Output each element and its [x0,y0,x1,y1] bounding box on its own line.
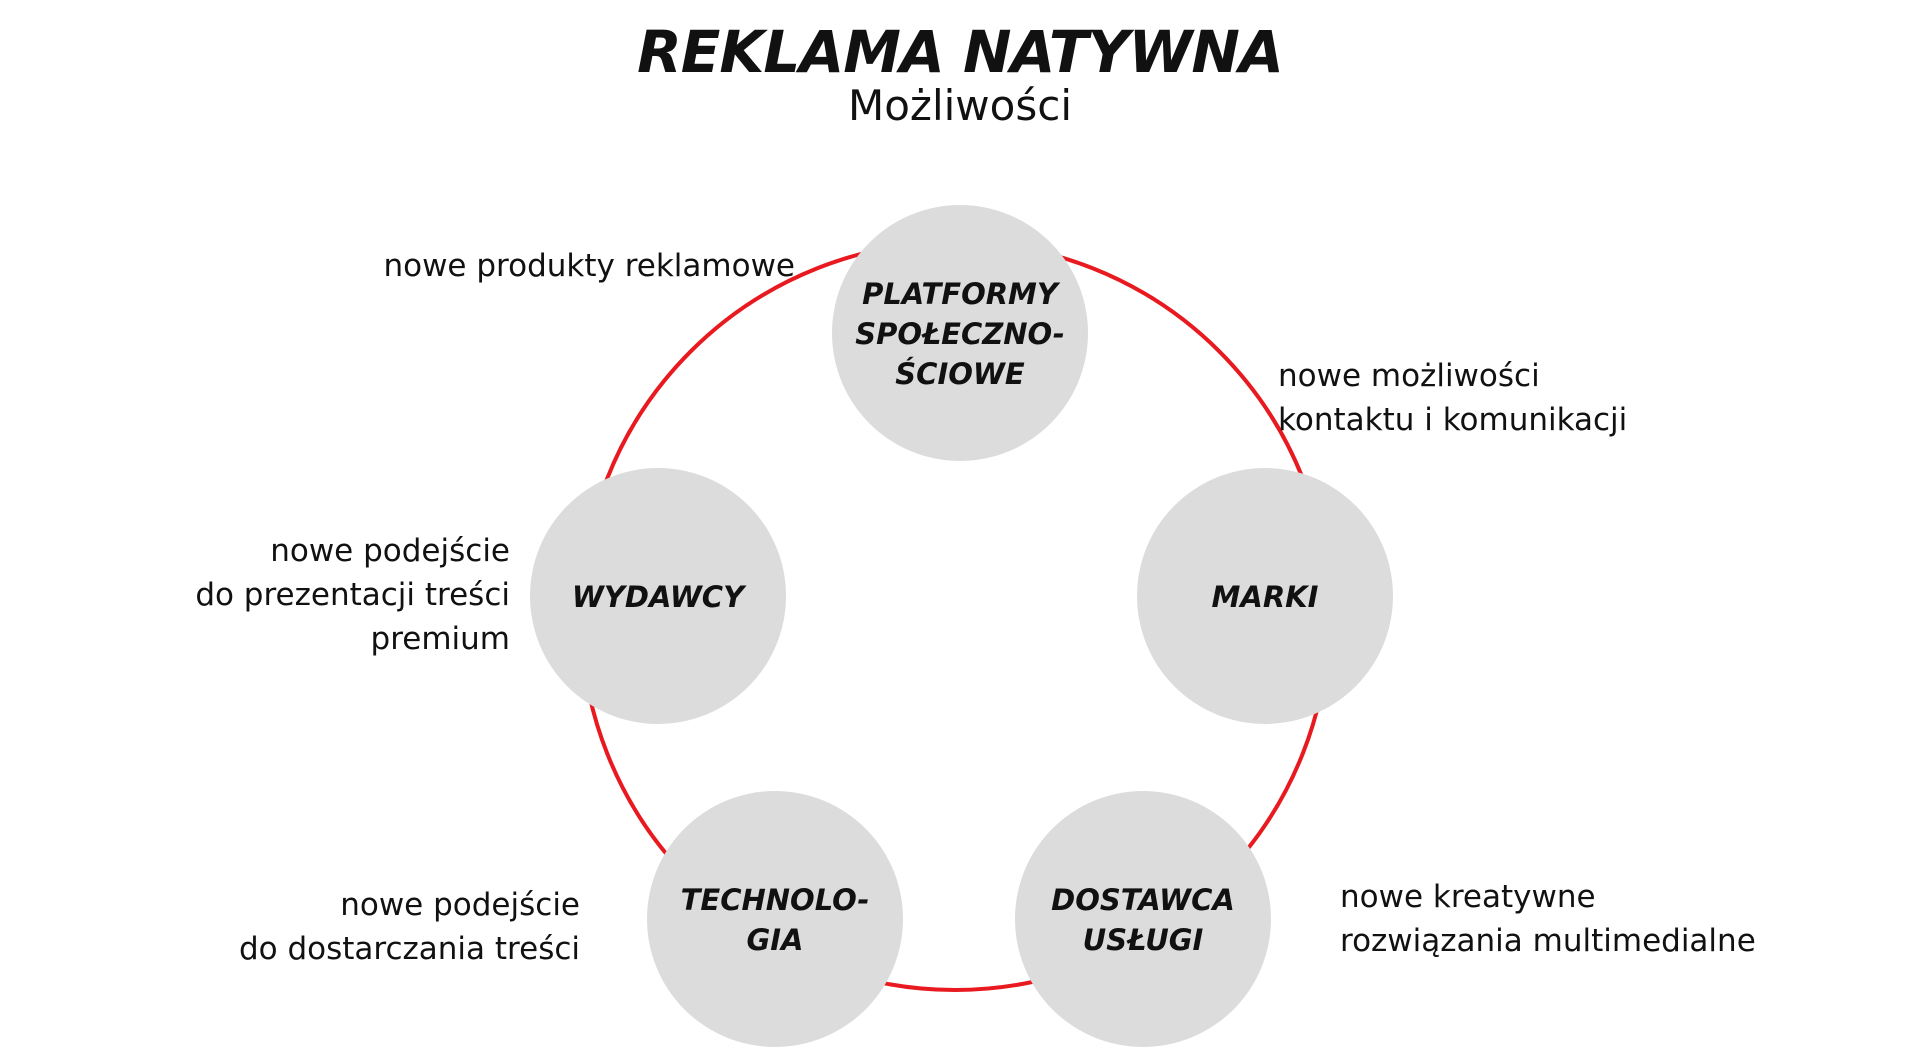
node-circle-wydawcy [530,468,786,724]
description-dostawca-line: nowe kreatywne [1340,879,1596,915]
node-circle-technologia [647,791,903,1047]
node-label-line: SPOŁECZNO- [855,317,1065,351]
diagram-title: REKLAMA NATYWNA [637,18,1283,86]
description-technologia-line: do dostarczania treści [239,931,580,967]
node-label-line: TECHNOLO- [681,883,870,917]
node-dostawca: DOSTAWCA USŁUGI [1015,791,1271,1047]
node-label-line: PLATFORMY [862,277,1061,311]
node-marki: MARKI [1137,468,1393,724]
nodes-layer: PLATFORMY SPOŁECZNO- ŚCIOWE MARKI DOSTAWCA US… [530,205,1393,1047]
node-label-line: ŚCIOWE [895,357,1025,391]
description-marki-line: kontaktu i komunikacji [1278,402,1627,438]
node-label-line: WYDAWCY [572,580,747,614]
node-circle-marki [1137,468,1393,724]
node-wydawcy: WYDAWCY [530,468,786,724]
node-technologia: TECHNOLO- GIA [647,791,903,1047]
description-wydawcy-line: do prezentacji treści [195,577,510,613]
description-technologia-line: nowe podejście [340,887,580,923]
description-platformy-line: nowe produkty reklamowe [383,248,795,284]
diagram-subtitle: Możliwości [848,81,1072,130]
node-label-line: DOSTAWCA [1051,883,1235,917]
description-wydawcy-line: nowe podejście [270,533,510,569]
node-label-line: GIA [746,923,803,957]
node-circle-dostawca [1015,791,1271,1047]
description-marki-line: nowe możliwości [1278,358,1540,394]
node-circle-platformy [832,205,1088,461]
description-wydawcy-line: premium [371,621,510,657]
descriptions-layer: nowe produkty reklamowe nowe możliwości ko… [195,248,1755,967]
node-label-line: MARKI [1212,580,1319,614]
description-dostawca-line: rozwiązania multimedialne [1340,923,1756,959]
node-label-line: USŁUGI [1083,923,1204,957]
node-platformy: PLATFORMY SPOŁECZNO- ŚCIOWE [832,205,1088,461]
